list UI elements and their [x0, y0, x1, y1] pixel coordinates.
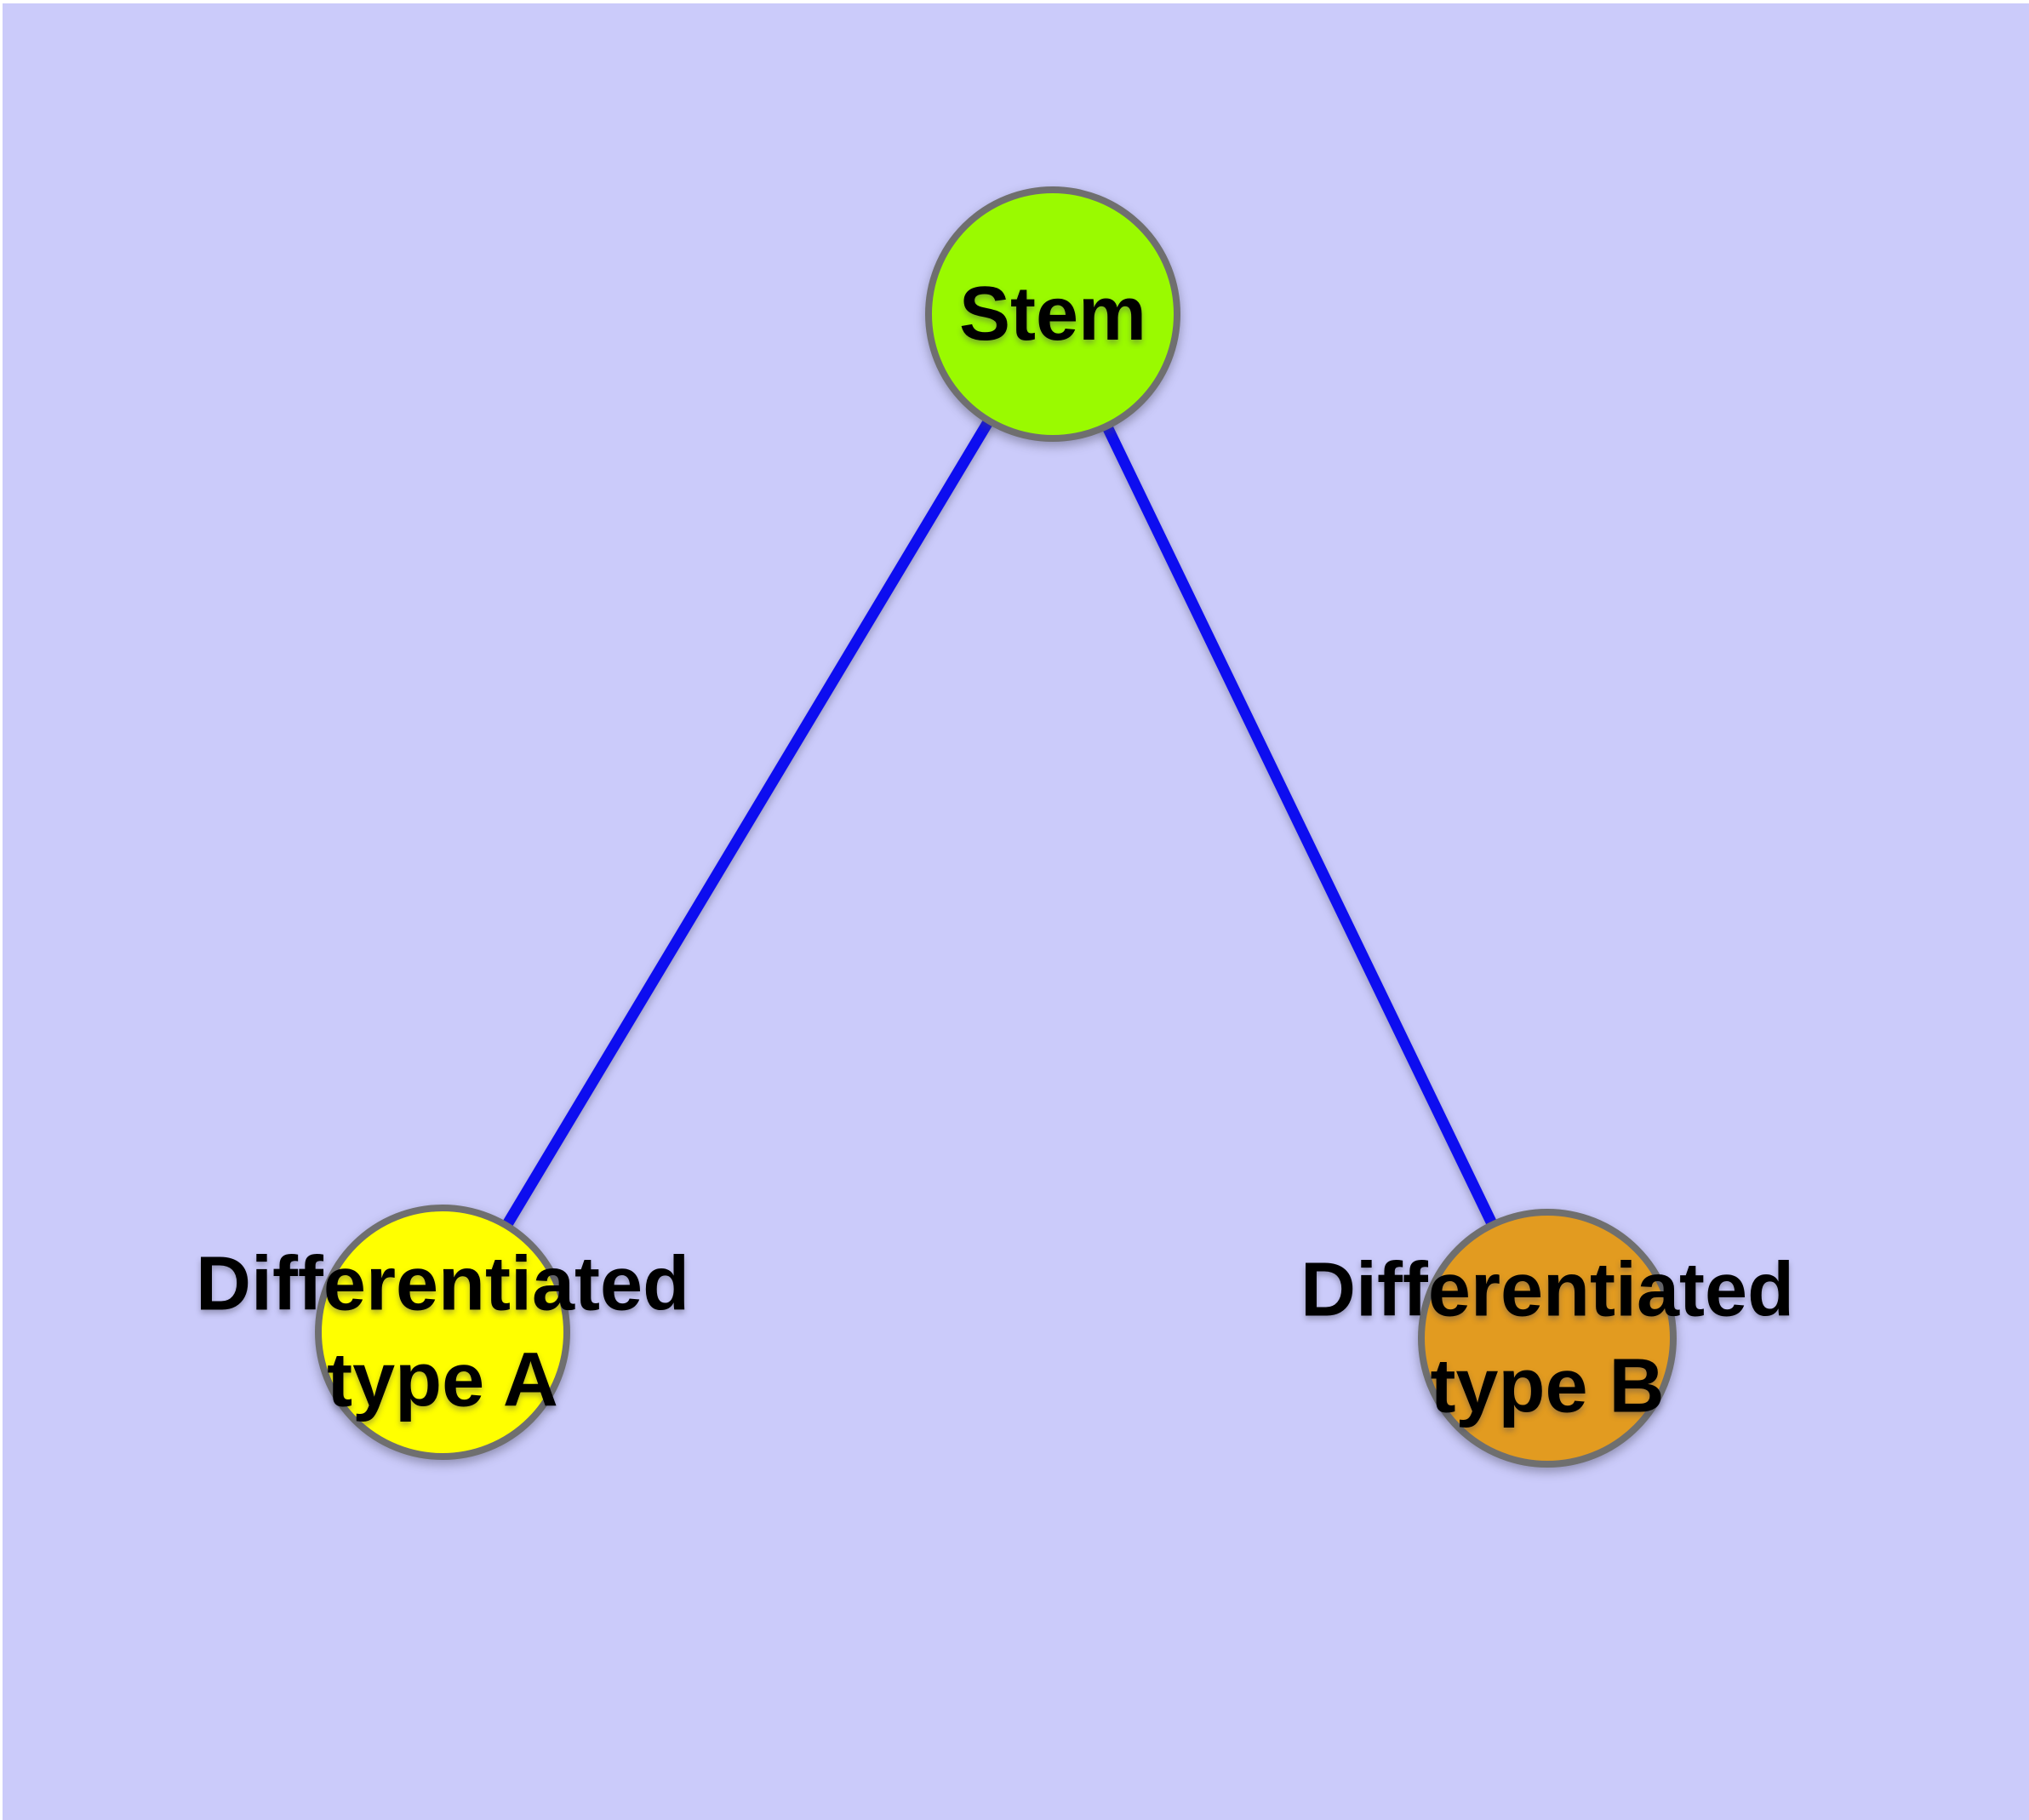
- node-type-a-circle: [315, 1205, 570, 1460]
- node-stem-circle: [925, 186, 1180, 442]
- node-type-b-circle: [1418, 1209, 1677, 1468]
- edge-stem-to-type-a: [437, 311, 1058, 1336]
- edge-stem-to-type-b: [1048, 312, 1552, 1341]
